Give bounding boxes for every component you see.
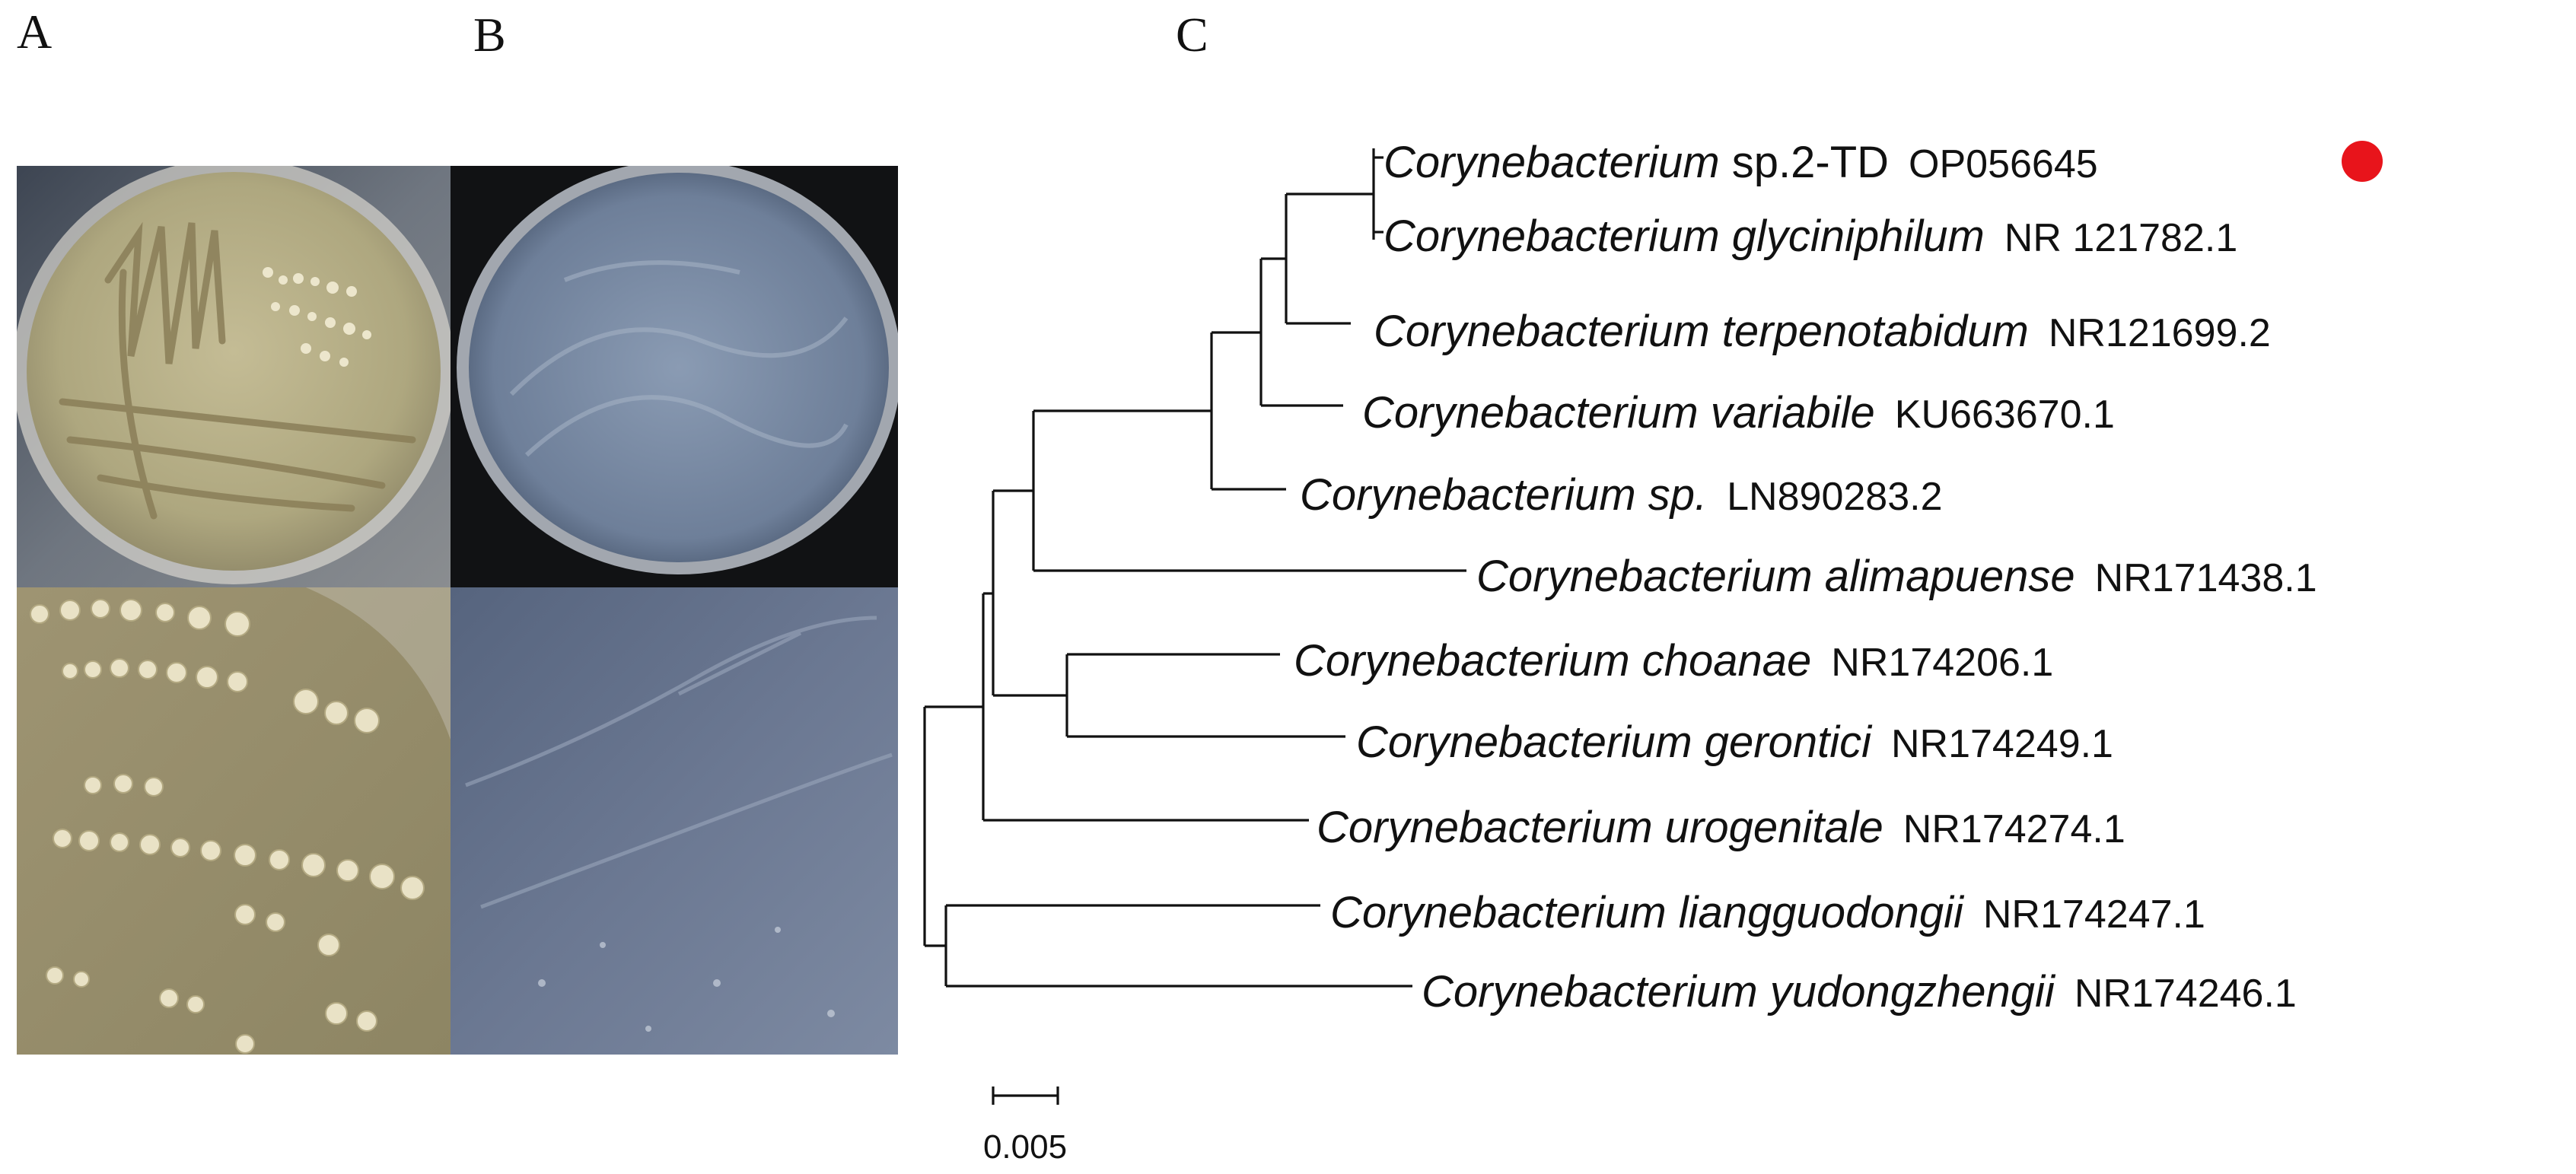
scale-bar: 0.005	[983, 1087, 1067, 1166]
taxon-label: Corynebacterium sp.2-TD OP056645	[1384, 138, 2098, 187]
taxon-genus: Corynebacterium	[1476, 552, 1813, 601]
taxon-epithet: sp.	[1636, 470, 1708, 520]
taxon-genus: Corynebacterium	[1300, 470, 1636, 520]
taxon-accession: NR174246.1	[2074, 972, 2297, 1016]
taxon-label: Corynebacterium choanae NR174206.1	[1294, 636, 2053, 686]
taxon-epithet: liangguodongii	[1667, 888, 1965, 937]
taxon-accession: LN890283.2	[1727, 475, 1942, 519]
taxon-accession: NR174247.1	[1983, 892, 2205, 937]
taxon-label: Corynebacterium liangguodongii NR174247.1	[1330, 888, 2205, 937]
taxon-genus: Corynebacterium	[1356, 717, 1692, 767]
taxon-epithet: sp.2-TD	[1720, 138, 1889, 187]
taxon-genus: Corynebacterium	[1294, 636, 1630, 686]
taxon-accession: OP056645	[1909, 142, 2098, 186]
taxon-genus: Corynebacterium	[1317, 803, 1653, 852]
panel-label-a: A	[17, 5, 53, 59]
taxon-genus: Corynebacterium	[1384, 138, 1720, 187]
taxon-label: Corynebacterium gerontici NR174249.1	[1356, 717, 2113, 767]
taxon-label: Corynebacterium urogenitale NR174274.1	[1317, 803, 2125, 852]
panel-label-c: C	[1176, 8, 1208, 62]
taxon-accession: NR171438.1	[2095, 556, 2317, 600]
taxon-accession: KU663670.1	[1895, 393, 2115, 437]
taxon-label: Corynebacterium glyciniphilum NR 121782.1	[1384, 212, 2237, 261]
taxon-genus: Corynebacterium	[1374, 307, 1710, 356]
taxon-label: Corynebacterium sp. LN890283.2	[1300, 470, 1943, 520]
highlight-marker-icon	[2342, 141, 2383, 182]
taxon-epithet: variabile	[1699, 388, 1875, 437]
growth-closeup-b-photo	[451, 587, 898, 1055]
taxon-genus: Corynebacterium	[1384, 212, 1720, 261]
taxon-label: Corynebacterium terpenotabidum NR121699.2	[1374, 307, 2271, 356]
taxon-accession: NR174249.1	[1891, 722, 2113, 766]
plate-b-photo	[451, 166, 898, 587]
taxon-epithet: gerontici	[1692, 717, 1873, 767]
panel-label-b: B	[473, 8, 506, 62]
taxon-epithet: choanae	[1630, 636, 1812, 686]
taxon-epithet: terpenotabidum	[1710, 307, 2029, 356]
colonies-closeup-a-photo	[17, 587, 451, 1055]
taxon-accession: NR 121782.1	[2004, 216, 2237, 260]
taxon-label: Corynebacterium variabile KU663670.1	[1362, 388, 2115, 437]
taxon-epithet: yudongzhengii	[1758, 967, 2056, 1017]
taxon-label: Corynebacterium yudongzhengii NR174246.1	[1422, 967, 2297, 1017]
taxon-genus: Corynebacterium	[1362, 388, 1699, 437]
taxon-accession: NR121699.2	[2049, 311, 2271, 355]
taxon-accession: NR174206.1	[1831, 641, 2053, 685]
taxon-label: Corynebacterium alimapuense NR171438.1	[1476, 552, 2317, 601]
plate-a-photo	[17, 166, 451, 587]
taxon-accession: NR174274.1	[1903, 807, 2125, 851]
scale-bar-label: 0.005	[983, 1128, 1067, 1166]
taxon-epithet: glyciniphilum	[1720, 212, 1985, 261]
taxon-genus: Corynebacterium	[1422, 967, 1758, 1017]
taxon-genus: Corynebacterium	[1330, 888, 1667, 937]
tree-branches	[923, 148, 1466, 988]
taxon-epithet: alimapuense	[1813, 552, 2075, 601]
taxon-epithet: urogenitale	[1653, 803, 1883, 852]
